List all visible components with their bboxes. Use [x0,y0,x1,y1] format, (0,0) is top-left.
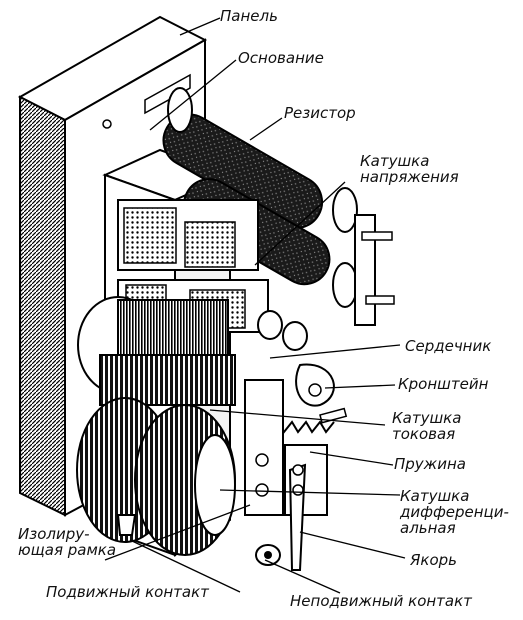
label-panel: Панель [220,7,278,25]
label-armature: Якорь [410,551,458,569]
screw-icon [102,119,112,129]
label-bracket: Кронштейн [398,375,489,393]
label-voltage-coil: Катушка напряжения [360,152,459,186]
label-core: Сердечник [405,337,492,355]
label-current-coil: Катушка токовая [392,409,462,443]
label-moving-contact: Подвижный контакт [46,583,209,601]
bracket [295,363,335,407]
fixed-contact [255,544,281,566]
resistor-terminals [354,214,395,326]
label-fixed-contact: Неподвижный контакт [290,592,472,610]
leader-lines [104,17,406,594]
label-diff-coil: Катушка дифференци- альная [400,487,509,537]
label-insulating-frame: Изолиру- ющая рамка [18,525,117,559]
moving-contact [116,514,137,536]
armature-assembly [244,379,328,571]
core-and-current-coil [77,296,236,406]
label-spring: Пружина [394,455,466,473]
differential-coil [76,397,236,556]
label-resistor: Резистор [284,104,356,122]
label-base: Основание [238,49,324,67]
